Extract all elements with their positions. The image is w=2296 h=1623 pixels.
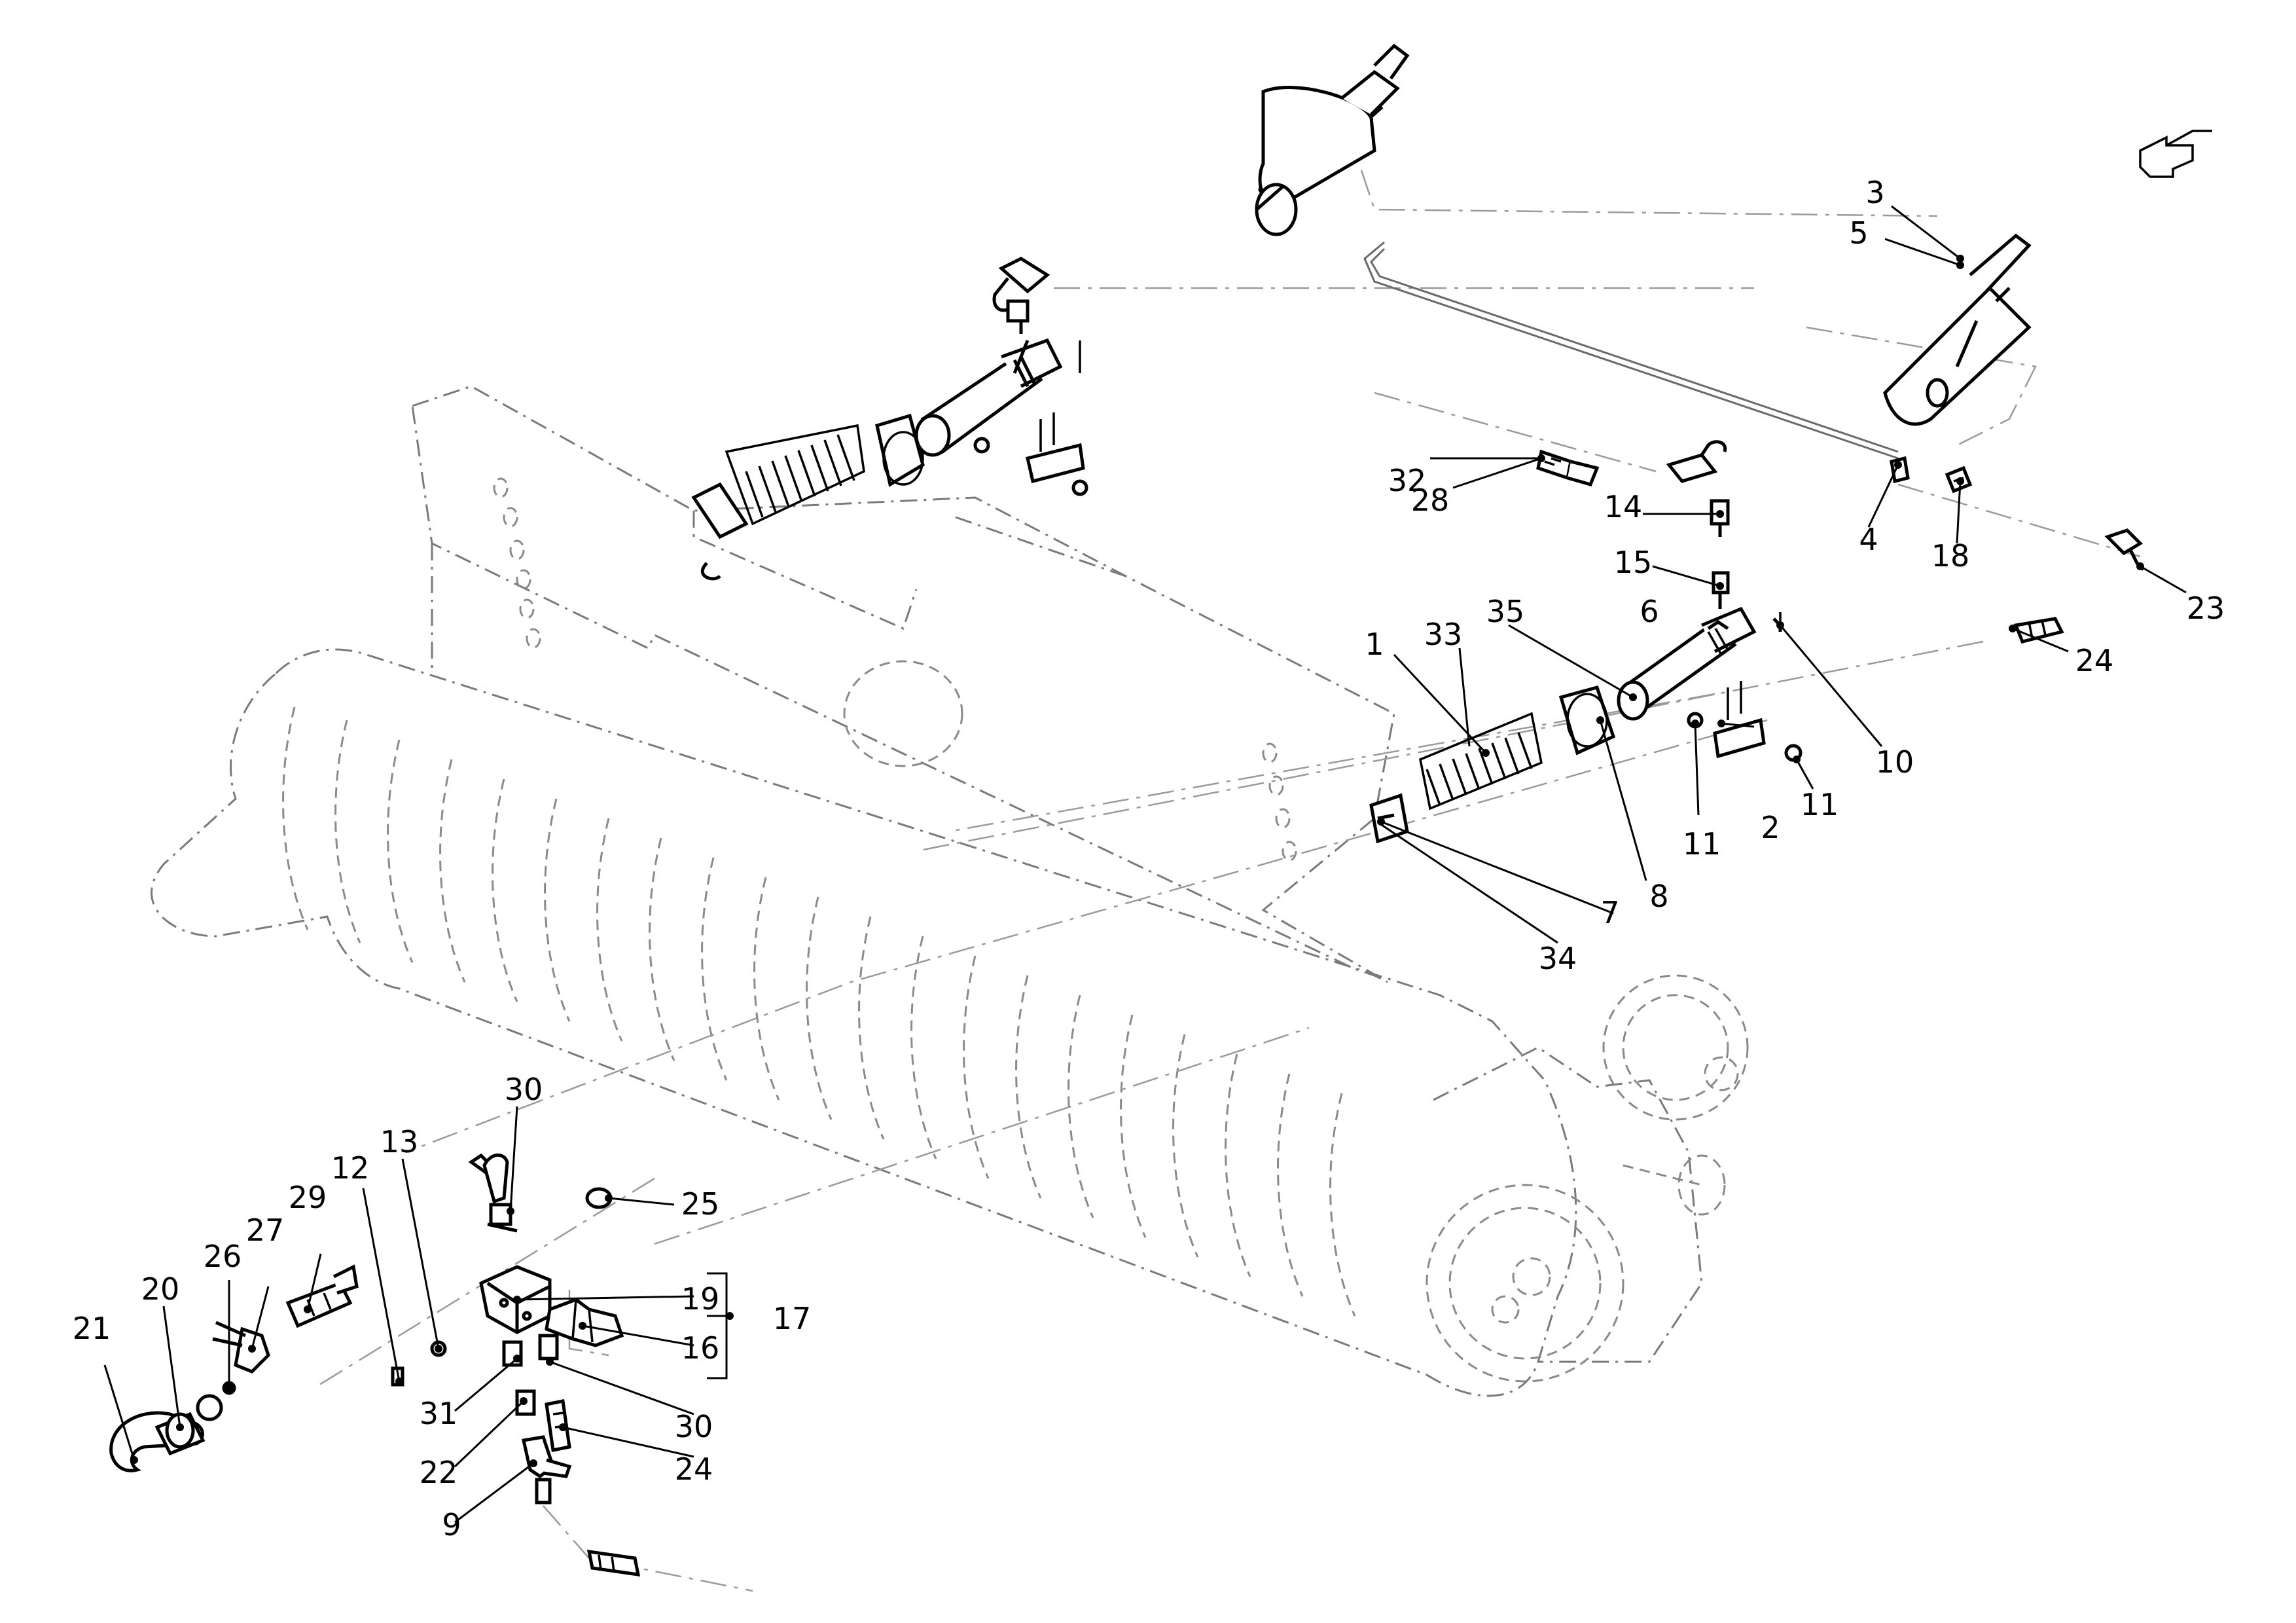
callout-13: 13 [380, 1124, 419, 1159]
callout-11-left: 11 [1683, 826, 1721, 862]
hydraulic-cylinder-upper [1255, 43, 1410, 236]
callout-9: 9 [442, 1507, 461, 1542]
callout-22: 22 [420, 1455, 458, 1490]
callout-14: 14 [1604, 489, 1643, 524]
callout-10: 10 [1876, 744, 1914, 780]
rotor-cylinder [151, 648, 1577, 1397]
callout-19: 19 [681, 1281, 720, 1317]
callout-6: 6 [1640, 594, 1659, 629]
quick-coupler-group [109, 1264, 447, 1472]
frame-holes [493, 477, 1297, 862]
callout-1: 1 [1365, 627, 1384, 662]
callout-26: 26 [204, 1239, 242, 1274]
rotor-flights [282, 706, 1356, 1317]
leader-lines [103, 205, 2187, 1523]
callout-21: 21 [73, 1311, 111, 1346]
upper-fittings [992, 257, 1050, 334]
callout-8: 8 [1649, 879, 1668, 914]
callout-3: 3 [1865, 175, 1884, 210]
callout-7: 7 [1600, 895, 1619, 930]
right-fittings [1536, 440, 2145, 644]
callout-30-bottom: 30 [675, 1409, 713, 1444]
callout-15: 15 [1614, 545, 1653, 580]
callout-31: 31 [420, 1396, 458, 1431]
callout-4: 4 [1859, 522, 1878, 557]
alignment-lines [314, 170, 2141, 1592]
callout-29: 29 [289, 1180, 327, 1215]
callout-17: 17 [773, 1301, 812, 1336]
callout-30-top: 30 [505, 1072, 543, 1107]
upper-spring-assembly [691, 338, 1088, 581]
parts [109, 43, 2212, 1577]
callout-16: 16 [681, 1330, 720, 1366]
view-direction-arrow-icon [2139, 130, 2212, 178]
callout-labels: 3 5 4 18 23 24 10 11 11 2 8 7 34 15 14 3… [73, 175, 2225, 1542]
callout-20: 20 [141, 1271, 180, 1307]
callout-27: 27 [246, 1213, 285, 1248]
callout-18: 18 [1931, 538, 1970, 574]
callout-28: 28 [1411, 483, 1450, 518]
callout-25: 25 [681, 1186, 720, 1222]
background-assembly [151, 170, 2141, 1592]
callout-32: 32 [1388, 463, 1427, 498]
callout-24-bottom: 24 [675, 1451, 713, 1487]
frame-plate [411, 385, 1395, 983]
callout-2: 2 [1761, 810, 1780, 845]
leader-dots [130, 255, 2144, 1467]
sprockets [1426, 974, 1749, 1383]
hydraulic-tube [1363, 241, 1899, 460]
callout-11-right: 11 [1801, 787, 1839, 822]
frame-plate-edge [431, 511, 1126, 674]
side-frame [1433, 1046, 1703, 1363]
callout-5: 5 [1849, 215, 1868, 251]
lower-valve-group [468, 1153, 641, 1577]
callout-24-top: 24 [2075, 643, 2114, 678]
hydraulic-tube-2 [1370, 247, 1899, 453]
hydraulic-cylinder-right [1883, 233, 2032, 426]
callout-33: 33 [1424, 617, 1463, 652]
callout-35: 35 [1486, 594, 1525, 629]
callout-34: 34 [1539, 941, 1577, 976]
callout-23: 23 [2187, 591, 2225, 626]
right-spring-assembly [1369, 606, 1803, 844]
callout-12: 12 [331, 1150, 370, 1186]
